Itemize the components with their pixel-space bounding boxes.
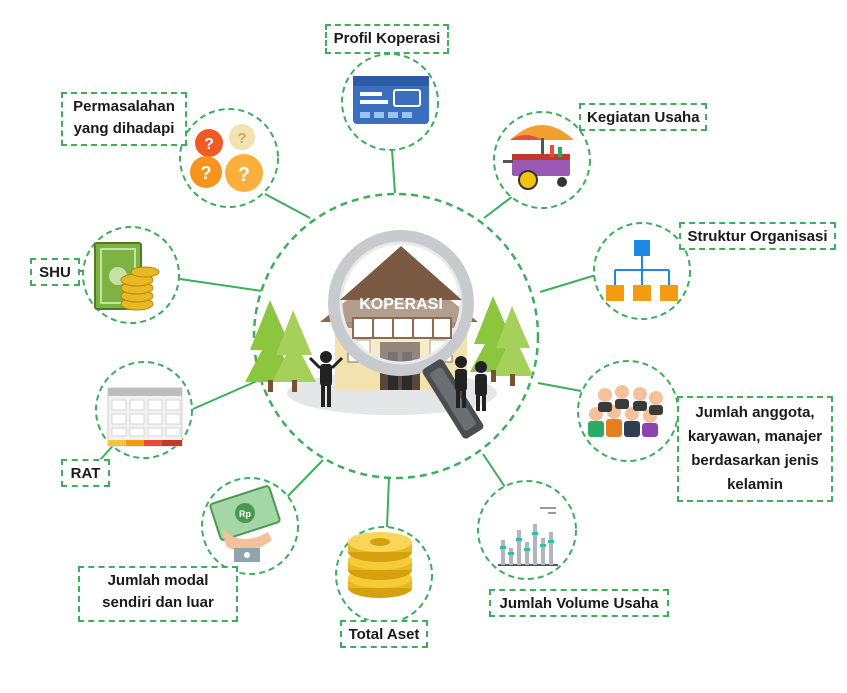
connector-profil — [391, 149, 396, 194]
label-modal-line-2: sendiri dan luar — [102, 594, 214, 611]
label-struktur-organisasi: Struktur Organisasi — [679, 222, 836, 250]
label-jumlah-volume-usaha: Jumlah Volume Usaha — [489, 589, 669, 617]
label-struktur-text: Struktur Organisasi — [687, 228, 828, 245]
label-aset-text: Total Aset — [348, 626, 420, 643]
connector-rat — [192, 376, 267, 410]
label-jumlah-anggota: Jumlah anggota, karyawan, manajer berdas… — [677, 396, 833, 502]
food-cart-icon — [503, 125, 574, 190]
label-profil-koperasi: Profil Koperasi — [325, 24, 449, 54]
label-total-aset: Total Aset — [340, 620, 428, 648]
cooperative-building-icon: KOPERASI — [245, 230, 533, 439]
connector-volume — [482, 453, 506, 488]
label-jumlah-modal: Jumlah modal sendiri dan luar — [78, 566, 238, 622]
connector-shu — [179, 278, 263, 292]
id-card-icon — [353, 76, 429, 124]
svg-text:?: ? — [237, 130, 246, 147]
connector-struktur — [539, 274, 597, 293]
label-kegiatan-usaha: Kegiatan Usaha — [579, 103, 707, 131]
connector-aset — [386, 477, 390, 528]
bar-chart-icon — [498, 507, 558, 566]
label-permasalahan-line-1: Permasalahan — [73, 98, 175, 115]
label-rat-text: RAT — [70, 465, 101, 482]
cash-coins-icon — [94, 242, 160, 311]
connector-kegiatan — [483, 192, 518, 219]
label-modal-line-1: Jumlah modal — [107, 572, 209, 589]
connectors — [80, 149, 597, 528]
calendar-icon — [107, 387, 183, 447]
label-shu-text: SHU — [39, 264, 71, 281]
label-rat: RAT — [61, 459, 110, 487]
label-profil-text: Profil Koperasi — [333, 30, 441, 47]
question-bubbles-icon: ? ? ? ? — [190, 124, 263, 192]
label-anggota-line-3: berdasarkan jenis — [691, 452, 819, 469]
label-anggota-line-1: Jumlah anggota, — [695, 404, 815, 421]
label-anggota-line-2: karyawan, manajer — [687, 428, 823, 445]
svg-text:?: ? — [238, 164, 250, 186]
svg-text:?: ? — [204, 136, 214, 153]
label-kegiatan-text: Kegiatan Usaha — [587, 109, 700, 126]
connector-anggota — [537, 382, 582, 392]
label-permasalahan: Permasalahan yang dihadapi — [61, 92, 187, 146]
label-permasalahan-line-2: yang dihadapi — [73, 120, 175, 137]
label-shu: SHU — [30, 258, 80, 286]
money-hand-icon: Rp — [209, 485, 281, 562]
connector-modal — [286, 459, 324, 498]
coins-icon — [348, 532, 412, 598]
label-anggota-line-4: kelamin — [727, 476, 783, 493]
people-group-icon — [588, 385, 663, 437]
label-volume-text: Jumlah Volume Usaha — [499, 595, 659, 612]
connector-permasalahan — [264, 193, 311, 219]
svg-text:Rp: Rp — [239, 509, 251, 519]
building-sign: KOPERASI — [359, 296, 443, 313]
svg-text:?: ? — [201, 163, 212, 183]
org-chart-icon — [606, 240, 678, 301]
